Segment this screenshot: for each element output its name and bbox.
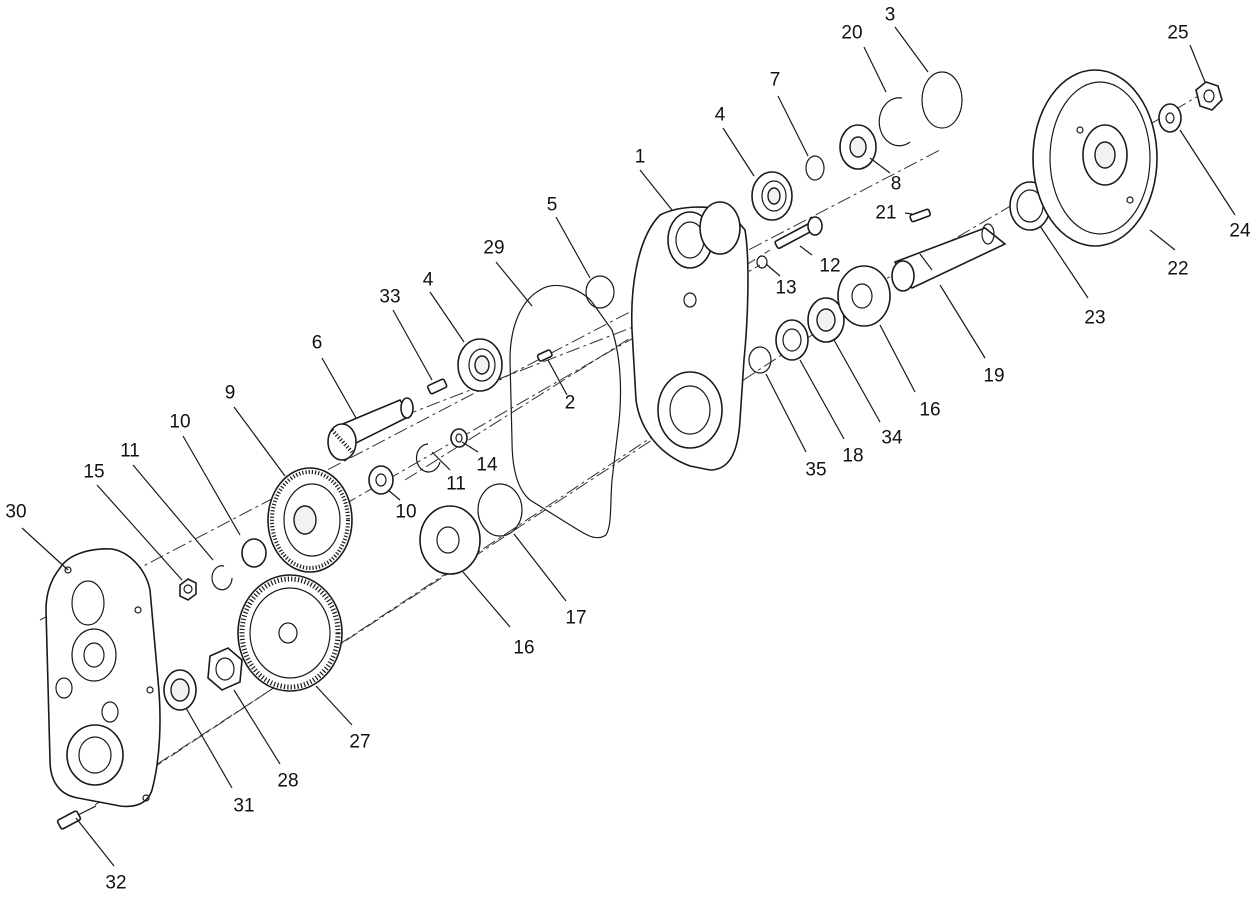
- nut-25-part: [1195, 81, 1223, 111]
- callout-22: 22: [1167, 259, 1188, 280]
- callout-27: 27: [349, 732, 370, 753]
- o-ring-part: [477, 483, 523, 537]
- dowel-pin-part: [536, 349, 553, 362]
- hex-nut-part: [207, 647, 243, 691]
- callout-16-upper: 16: [919, 400, 940, 421]
- upper-seal-part: [839, 124, 877, 170]
- callout-25: 25: [1167, 23, 1188, 44]
- callout-1: 1: [635, 147, 646, 168]
- small-ring-part: [756, 255, 768, 269]
- callout-18: 18: [842, 446, 863, 467]
- callout-21: 21: [875, 203, 896, 224]
- callout-8: 8: [891, 174, 902, 195]
- bearing-left-part: [457, 338, 503, 392]
- callout-15: 15: [83, 462, 104, 483]
- cover-housing-part: [45, 548, 161, 808]
- callout-17: 17: [565, 608, 586, 629]
- pinion-shaft-part: [327, 397, 414, 461]
- gear-part: [267, 467, 353, 573]
- retaining-ring-part: [878, 97, 911, 147]
- leader-lines: [21, 26, 1236, 867]
- callout-23: 23: [1084, 308, 1105, 329]
- callout-35: 35: [805, 460, 826, 481]
- washer-24-part: [1158, 103, 1182, 133]
- callout-24: 24: [1229, 221, 1251, 242]
- callout-20: 20: [841, 23, 862, 44]
- callout-4-upper: 4: [715, 105, 726, 126]
- callouts: 1 2 3 4 4 5 6 7 8 9 10 10 11 11 12 13 14…: [5, 5, 1251, 894]
- callout-30: 30: [5, 502, 26, 523]
- callout-14: 14: [476, 455, 498, 476]
- callout-2: 2: [565, 393, 576, 414]
- pulley-wheel-part: [1032, 69, 1158, 247]
- large-gear-part: [237, 574, 343, 692]
- callout-7: 7: [770, 70, 781, 91]
- output-shaft-part: [891, 223, 1007, 292]
- callout-28: 28: [277, 771, 298, 792]
- callout-31: 31: [233, 796, 254, 817]
- callout-4-lower: 4: [423, 270, 434, 291]
- oil-seal-part: [163, 669, 197, 711]
- seal-34-part: [807, 297, 845, 343]
- callout-5: 5: [547, 195, 558, 216]
- callout-11-left: 11: [120, 441, 140, 462]
- callout-33: 33: [379, 287, 400, 308]
- spacer-left-part: [241, 538, 267, 568]
- spacer-right-part: [368, 465, 394, 495]
- callout-32: 32: [105, 873, 126, 894]
- callout-19: 19: [983, 366, 1004, 387]
- gasket-part: [509, 285, 622, 539]
- cover-bolt-part: [56, 805, 97, 830]
- pin-part: [427, 378, 448, 395]
- bearing-upper-part: [751, 171, 793, 221]
- bushing-part: [775, 319, 809, 361]
- callout-11-right: 11: [446, 474, 466, 495]
- o-ring-35-part: [748, 346, 772, 374]
- bearing-16-upper-part: [837, 265, 891, 327]
- snap-ring-left-part: [211, 565, 233, 591]
- snap-ring-right-part: [415, 443, 441, 473]
- callout-34: 34: [881, 428, 903, 449]
- small-nut-part: [179, 578, 197, 601]
- snap-ring-upper-part: [805, 155, 825, 181]
- main-housing-part: [630, 201, 749, 471]
- callout-13: 13: [775, 278, 796, 299]
- callout-9: 9: [225, 383, 236, 404]
- key-part: [909, 208, 932, 223]
- large-o-ring-part: [921, 71, 963, 129]
- bearing-lower-part: [419, 505, 481, 575]
- callout-16-lower: 16: [513, 638, 534, 659]
- callout-3: 3: [885, 5, 896, 26]
- housing-bolt-part: [774, 216, 823, 250]
- callout-6: 6: [312, 333, 323, 354]
- callout-12: 12: [819, 256, 840, 277]
- callout-10-right: 10: [395, 502, 416, 523]
- callout-10-left: 10: [169, 412, 190, 433]
- o-ring-small-part: [585, 275, 615, 309]
- callout-29: 29: [483, 238, 504, 259]
